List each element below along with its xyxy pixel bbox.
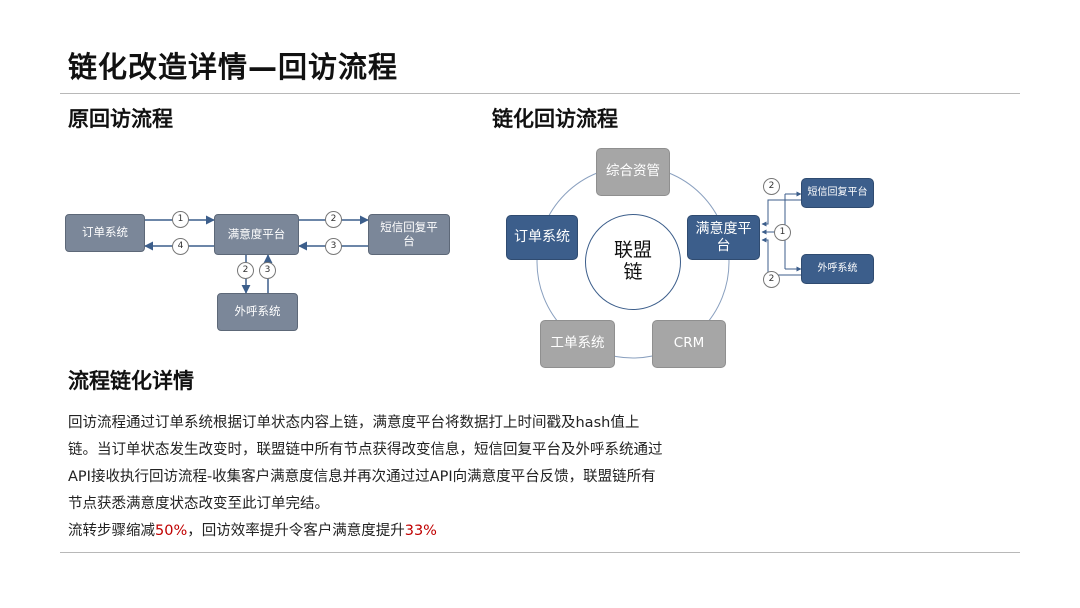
work-order-system-node: 工单系统: [540, 320, 615, 368]
step-badge-outbound-to-platform: 3: [259, 262, 276, 279]
step-badge-platform-to-order: 4: [172, 238, 189, 255]
return-upper: [761, 199, 801, 227]
step-badge-platform-to-outbound: 2: [237, 262, 254, 279]
chained-sms-platform-node: 短信回复平台: [801, 178, 874, 208]
details-paragraph: 回访流程通过订单系统根据订单状态内容上链，满意度平台将数据打上时间戳及hash值…: [68, 415, 663, 512]
orig-satisfaction-platform-node: 满意度平台: [214, 214, 299, 255]
chained-step-badge-middle: 1: [774, 224, 791, 241]
crm-node: CRM: [652, 320, 726, 368]
chained-flow-heading: 链化回访流程: [492, 107, 618, 131]
chained-order-system-node: 订单系统: [506, 215, 578, 260]
original-flow-heading: 原回访流程: [68, 107, 173, 131]
step-badge-platform-to-sms: 2: [325, 211, 342, 228]
chained-satisfaction-platform-node: 满意度平 台: [687, 215, 760, 260]
details-text-block: 回访流程通过订单系统根据订单状态内容上链，满意度平台将数据打上时间戳及hash值…: [68, 410, 668, 545]
top-divider: [60, 93, 1020, 94]
orig-outbound-system-node: 外呼系统: [217, 293, 298, 331]
chained-outbound-system-node: 外呼系统: [801, 254, 874, 284]
orig-order-system-node: 订单系统: [65, 214, 145, 252]
details-result-line: 流转步骤缩减50%，回访效率提升令客户满意度提升33%: [68, 518, 668, 545]
result-prefix: 流转步骤缩减: [68, 523, 155, 539]
result-middle: ，回访效率提升令客户满意度提升: [187, 523, 405, 539]
orig-sms-platform-node: 短信回复平台: [368, 214, 450, 255]
asset-management-node: 综合资管: [596, 148, 670, 196]
alliance-chain-hub: 联盟 链: [585, 214, 681, 310]
step-badge-order-to-platform: 1: [172, 211, 189, 228]
bottom-divider: [60, 552, 1020, 553]
step-reduction-value: 50%: [155, 523, 188, 539]
chained-step-badge-upper: 2: [763, 178, 780, 195]
details-heading: 流程链化详情: [68, 369, 194, 393]
chained-step-badge-lower: 2: [763, 271, 780, 288]
satisfaction-increase-value: 33%: [404, 523, 437, 539]
page-title: 链化改造详情—回访流程: [68, 50, 399, 84]
return-lower: [761, 237, 801, 276]
step-badge-sms-to-platform: 3: [325, 238, 342, 255]
